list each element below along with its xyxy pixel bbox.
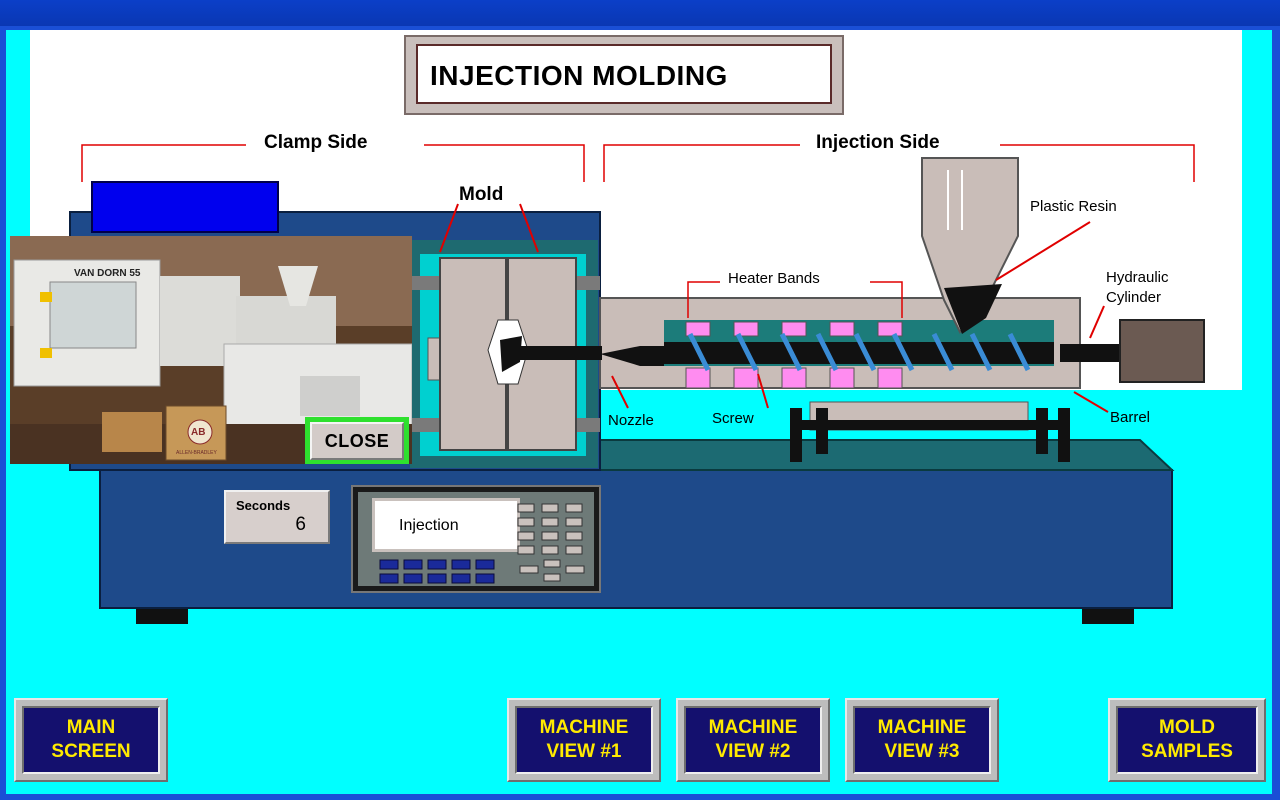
- carriage-post-2: [816, 408, 828, 454]
- main-screen-button-face[interactable]: MAIN SCREEN: [22, 706, 160, 774]
- mold-samples-button-face[interactable]: MOLD SAMPLES: [1116, 706, 1258, 774]
- hydraulic-cylinder: [1119, 319, 1205, 383]
- machine-view-1-button[interactable]: MACHINE VIEW #1: [507, 698, 661, 782]
- machine-view-1-button-face[interactable]: MACHINE VIEW #1: [515, 706, 653, 774]
- machine-view-2-button-face[interactable]: MACHINE VIEW #2: [684, 706, 822, 774]
- main-screen-button[interactable]: MAIN SCREEN: [14, 698, 168, 782]
- window-titlebar: [0, 0, 1280, 26]
- photo-box-subtext: ALLEN-BRADLEY: [176, 450, 218, 456]
- machine-view-3-button[interactable]: MACHINE VIEW #3: [845, 698, 999, 782]
- annotation-arrows: [439, 203, 1109, 413]
- screw-flights: [687, 332, 1031, 372]
- control-display: Injection: [372, 498, 520, 552]
- barrel-label: Barrel: [1110, 409, 1151, 426]
- heater-bands-label: Heater Bands: [728, 270, 820, 287]
- photo-brand-text: VAN DORN 55: [74, 268, 141, 279]
- seconds-value: 6: [295, 514, 306, 535]
- screw-shaft: [664, 342, 1054, 364]
- machine-view-2-label: MACHINE VIEW #2: [708, 717, 798, 762]
- plastic-resin-label: Plastic Resin: [1030, 198, 1117, 215]
- carriage-post-4: [1058, 408, 1070, 462]
- close-photo-button-face[interactable]: CLOSE: [310, 422, 404, 460]
- machine-view-3-label: MACHINE VIEW #3: [877, 717, 967, 762]
- carriage-post-1: [790, 408, 802, 462]
- clamp-side-label: Clamp Side: [264, 132, 368, 153]
- injection-deck: [597, 439, 1175, 471]
- page-title: INJECTION MOLDING: [430, 60, 728, 91]
- hydraulic-label-line1: Hydraulic: [1106, 269, 1169, 286]
- annotation-lines: [81, 144, 1195, 318]
- control-display-text: Injection: [399, 517, 459, 534]
- nozzle-label: Nozzle: [608, 412, 654, 429]
- carriage-post-3: [1036, 408, 1048, 454]
- machine-photo: VAN DORN 55 AB ALLEN-BRADLEY CLOSE: [10, 236, 412, 464]
- title-inner: INJECTION MOLDING: [416, 44, 832, 104]
- nozzle: [600, 346, 664, 366]
- injection-side-label: Injection Side: [816, 132, 940, 153]
- close-photo-button[interactable]: CLOSE: [305, 417, 409, 464]
- control-keypad: [379, 503, 585, 584]
- machine-view-3-button-face[interactable]: MACHINE VIEW #3: [853, 706, 991, 774]
- screw-label: Screw: [712, 410, 754, 427]
- clamp-cover: [91, 181, 279, 233]
- machine-view-1-label: MACHINE VIEW #1: [539, 717, 629, 762]
- molded-part: [500, 336, 522, 372]
- carriage-rail: [790, 420, 1070, 430]
- heater-bands-bottom: [685, 367, 903, 389]
- mold-label: Mold: [459, 184, 504, 205]
- mold-samples-button[interactable]: MOLD SAMPLES: [1108, 698, 1266, 782]
- close-photo-label: CLOSE: [324, 430, 390, 451]
- control-panel: Injection: [351, 485, 601, 593]
- seconds-timer: Seconds 6: [224, 490, 330, 544]
- hydraulic-label-line2: Cylinder: [1106, 289, 1162, 306]
- mold-samples-label: MOLD SAMPLES: [1141, 717, 1233, 762]
- photo-box-text: AB: [191, 427, 205, 438]
- control-panel-face: Injection: [358, 492, 594, 586]
- machine-view-2-button[interactable]: MACHINE VIEW #2: [676, 698, 830, 782]
- main-screen-label: MAIN SCREEN: [51, 717, 131, 762]
- title-panel: INJECTION MOLDING: [404, 35, 844, 115]
- heater-bands-top: [685, 321, 903, 337]
- nozzle-tip: [518, 346, 602, 360]
- hopper-resin: [944, 284, 1002, 334]
- seconds-label: Seconds: [236, 498, 291, 513]
